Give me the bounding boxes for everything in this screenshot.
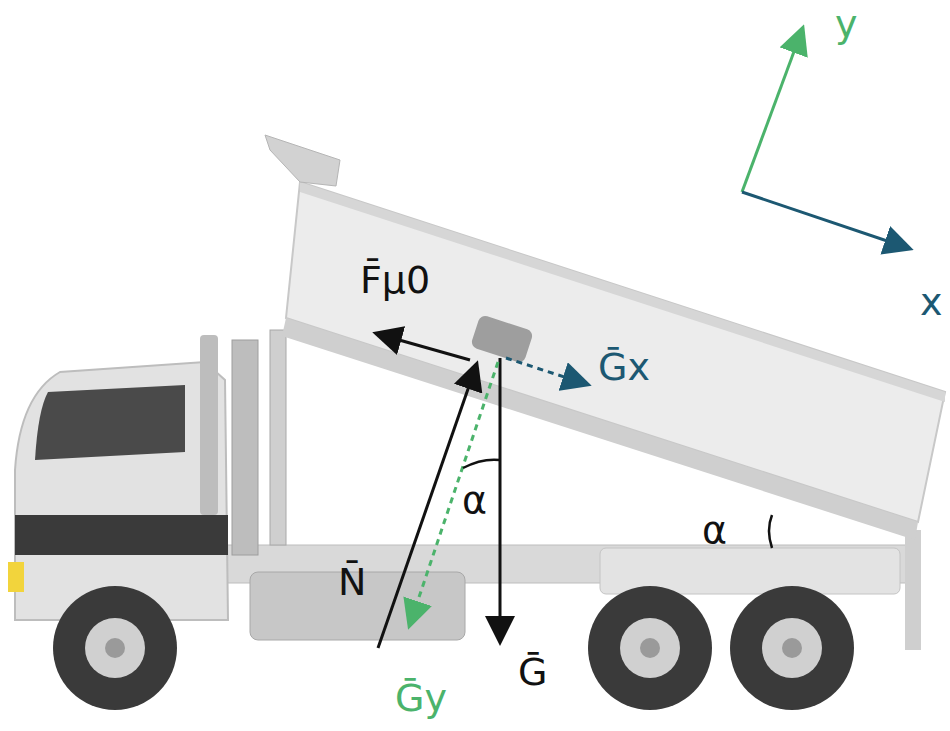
block — [470, 314, 534, 364]
hydraulic-cylinder — [232, 340, 258, 555]
force-label: F̄μ0 — [360, 258, 430, 302]
mud-flap — [905, 530, 921, 650]
wheels — [53, 586, 854, 710]
gy-vector — [410, 362, 498, 624]
dump-bed-rim — [300, 182, 945, 402]
y-axis — [742, 30, 802, 192]
exhaust-pipe — [200, 335, 218, 515]
normal-vector — [378, 366, 476, 648]
force-label: Ḡy — [395, 676, 447, 720]
hydraulic-rod — [270, 330, 286, 545]
dump-bed-floor — [282, 318, 918, 540]
force-label: Ḡx — [598, 345, 650, 389]
force-label: N̄ — [338, 560, 366, 604]
angle-arc — [463, 460, 500, 468]
gx-vector — [506, 358, 586, 384]
angle-label: α — [702, 508, 727, 552]
cab — [15, 362, 228, 620]
headlight — [8, 562, 24, 592]
friction-vector — [378, 334, 470, 360]
angle-label: α — [462, 478, 487, 522]
cab-window — [35, 385, 185, 460]
angle-arc — [769, 515, 772, 548]
x-axis — [742, 192, 908, 248]
axis-label: x — [920, 280, 943, 324]
force-label: Ḡ — [518, 650, 547, 694]
axis-label: y — [835, 2, 858, 46]
bumper — [15, 515, 228, 555]
gravity-vector — [499, 358, 502, 640]
bed-lip — [265, 135, 340, 186]
